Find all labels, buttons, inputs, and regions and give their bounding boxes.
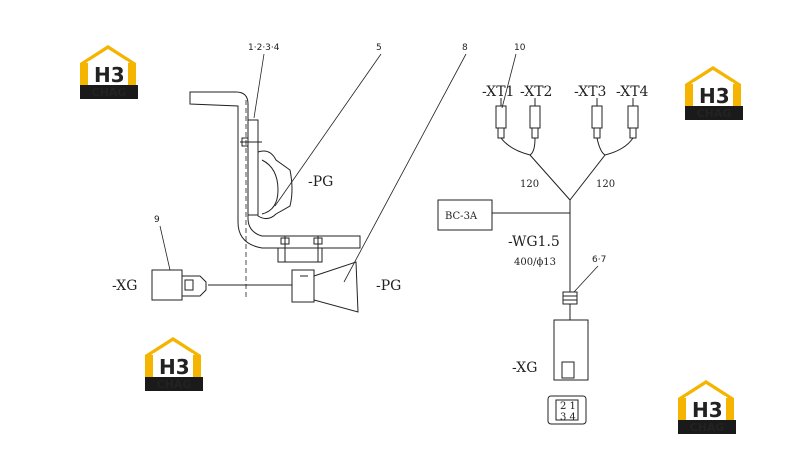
pin-label-top: 2 1 (560, 401, 576, 412)
logo-mark: H3 (699, 84, 730, 108)
logo-mark: H3 (159, 355, 190, 379)
label-pg-horn: -PG (308, 174, 333, 190)
logo-bottom-left: H3 CHAG (145, 337, 203, 391)
label-xt1: -XT1 (482, 84, 514, 100)
horn-body (257, 150, 293, 220)
sleeve (562, 291, 578, 305)
logo-text: CHAG (697, 107, 732, 120)
terminal-xt1 (495, 98, 507, 139)
label-length-right: 120 (596, 179, 615, 190)
logo-mark: H3 (692, 398, 723, 422)
xg-left-connector-plug (182, 275, 207, 297)
wire-xt2 (529, 137, 536, 156)
xg-pin-grid (555, 399, 579, 421)
logo-text: CHAG (690, 421, 725, 434)
terminal-xt4 (627, 98, 639, 139)
label-xt2: -XT2 (520, 84, 552, 100)
leader-5 (274, 53, 382, 207)
wiring-harness (437, 53, 639, 425)
leader-9 (159, 225, 171, 271)
logo-top-left: H3 CHAG (80, 45, 138, 99)
xg-pin-face (547, 395, 587, 425)
xg-left-latch (184, 279, 194, 291)
leader-10 (501, 53, 517, 109)
callout-8: 8 (462, 43, 468, 53)
logo-mark: H3 (94, 63, 125, 87)
label-xg-right: -XG (512, 360, 537, 376)
callout-1234: 1·2·3·4 (248, 43, 280, 53)
callout-9: 9 (154, 215, 160, 225)
horn-assembly (151, 53, 467, 313)
label-bc: BC-3A (445, 211, 478, 222)
pin-label-bottom: 3 4 (560, 412, 576, 423)
terminal-xt3 (591, 98, 603, 139)
horn-dome (261, 159, 279, 215)
xg-right-connector (553, 319, 589, 381)
label-xt4: -XT4 (616, 84, 649, 100)
wire-xt1 (500, 137, 571, 201)
label-wg: -WG1.5 (508, 234, 560, 250)
wire-xt4 (604, 137, 634, 156)
label-xt3: -XT3 (574, 84, 606, 100)
buzzer-flare (313, 261, 359, 313)
label-length-left: 120 (520, 179, 539, 190)
mounting-bracket (189, 91, 361, 249)
wire-xt3 (569, 137, 606, 201)
label-spec: 400/ϕ13 (514, 257, 556, 268)
callout-5: 5 (376, 43, 382, 53)
nut-right (313, 237, 323, 245)
nut-left (280, 237, 290, 245)
xg-left-connector (151, 269, 183, 301)
callout-67: 6·7 (592, 255, 606, 265)
logo-bottom-right: H3 CHAG (678, 380, 736, 434)
leader-8 (343, 53, 467, 283)
buzzer-bracket (277, 248, 323, 263)
buzzer-body (291, 269, 315, 303)
logo-top-right: H3 CHAG (685, 66, 743, 120)
terminal-xt2 (529, 98, 541, 139)
logo-text: CHAG (92, 86, 127, 99)
xg-right-latch (561, 361, 575, 379)
logo-text: CHAG (157, 378, 192, 391)
bracket-nut (241, 137, 249, 147)
label-pg-buzzer: -PG (376, 278, 401, 294)
leader-67 (573, 265, 599, 293)
leader-1234 (253, 53, 265, 119)
label-xg-left: -XG (112, 278, 137, 294)
callout-10: 10 (514, 43, 526, 53)
horn-mount-plate (247, 119, 259, 216)
bc-box (437, 199, 493, 231)
